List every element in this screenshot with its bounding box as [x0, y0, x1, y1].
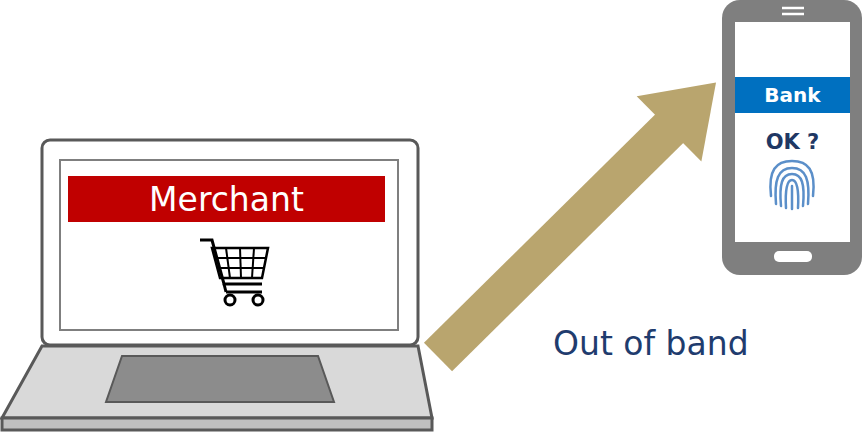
cart-frame — [224, 284, 226, 292]
phone-illustration — [722, 0, 862, 275]
edge-label: Out of band — [553, 324, 749, 363]
cart-wheel — [253, 295, 263, 305]
cart-icon — [200, 240, 268, 305]
phone-screen — [735, 22, 850, 242]
fingerprint-ridge — [770, 161, 813, 196]
cart-frame — [226, 291, 262, 294]
phone-speaker — [782, 7, 804, 10]
thick-arrow — [438, 83, 716, 358]
cart-basket — [212, 248, 268, 278]
laptop-node: Merchant — [0, 138, 434, 434]
fingerprint-icon — [770, 161, 813, 209]
laptop-illustration — [2, 140, 432, 430]
laptop-screen — [60, 160, 398, 330]
fingerprint-ridge — [791, 186, 794, 209]
laptop-keyboard — [106, 356, 334, 402]
laptop-lid — [42, 140, 418, 345]
laptop-base — [2, 346, 432, 418]
phone-node: Bank OK ? — [722, 0, 862, 275]
laptop-lip — [2, 418, 432, 430]
arrow-shaft — [438, 127, 670, 357]
cart-grid — [240, 248, 241, 278]
arrow-head — [637, 83, 716, 162]
phone-body — [722, 0, 862, 275]
merchant-band: Merchant — [68, 176, 385, 222]
prompt-text: OK ? — [735, 124, 850, 160]
phone-speaker — [782, 13, 804, 16]
cart-wheel — [225, 295, 235, 305]
cart-grid — [226, 248, 230, 278]
cart-grid — [252, 248, 254, 278]
bank-band: Bank — [735, 77, 850, 113]
phone-button — [774, 251, 812, 262]
fingerprint-ridge — [786, 180, 799, 208]
